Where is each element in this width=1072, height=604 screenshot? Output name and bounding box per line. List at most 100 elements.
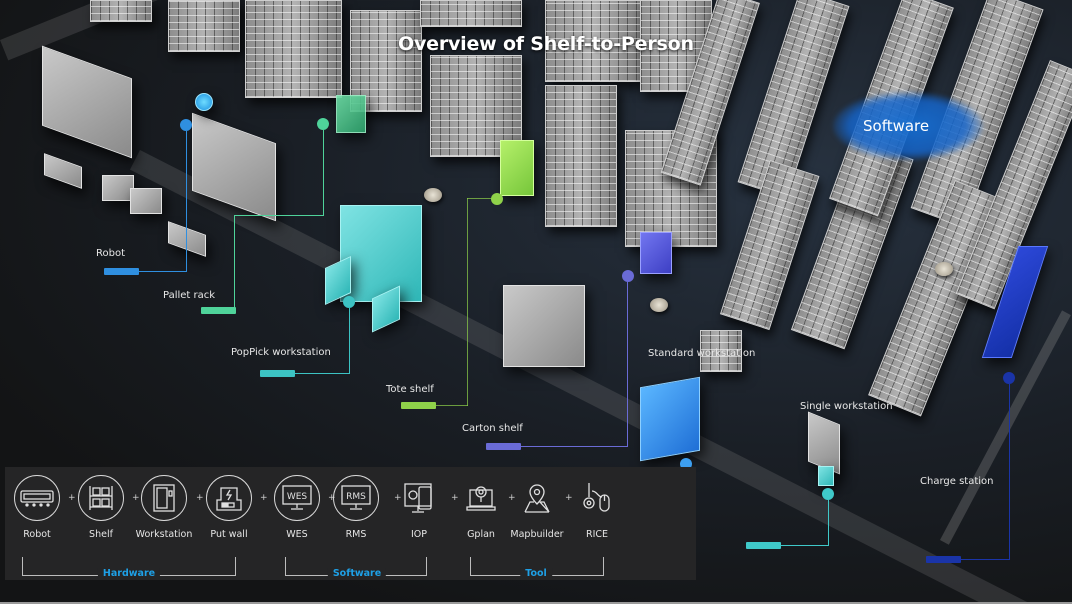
pallet-model — [130, 188, 162, 214]
pallet-rack-callout-dot[interactable] — [317, 118, 329, 130]
workstation-model — [42, 45, 132, 159]
legend-item-workstation[interactable]: Workstation — [134, 475, 194, 540]
tote-shelf-callout-line — [467, 198, 492, 199]
charge-station-callout-dot[interactable] — [1003, 372, 1015, 384]
svg-text:RMS: RMS — [346, 492, 366, 502]
pallet-rack-callout-bar[interactable] — [201, 307, 236, 314]
legend-item-gplan[interactable]: Gplan — [451, 475, 511, 540]
hardware-group-label: Hardware — [97, 568, 161, 579]
charge-station-callout-label: Charge station — [920, 476, 994, 487]
page-title: Overview of Shelf-to-Person — [398, 33, 694, 55]
component-legend: Robot + Shelf + Workstation + Put wall + — [5, 467, 696, 580]
single-ws-callout-bar[interactable] — [746, 542, 781, 549]
workstation-icon — [141, 475, 187, 521]
robot-callout-line — [139, 271, 186, 272]
shelf-cart-model — [44, 153, 82, 189]
poppick-callout-line — [349, 308, 350, 373]
shelf-row — [700, 330, 742, 372]
robot-callout-label: Robot — [96, 248, 126, 259]
tote-shelf-callout-label: Tote shelf — [386, 384, 434, 395]
robot-model — [195, 93, 213, 111]
legend-item-rice[interactable]: RICE — [567, 475, 627, 540]
single-workstation-highlight — [818, 466, 834, 486]
software-cloud-label: Software — [863, 117, 930, 135]
software-group-label: Software — [327, 568, 387, 579]
shelf-block — [430, 55, 522, 157]
standard-workstation-gray — [503, 285, 585, 367]
carton-shelf-callout-dot[interactable] — [622, 270, 634, 282]
poppick-callout-label: PopPick workstation — [231, 347, 331, 358]
pallet-rack-callout-line — [234, 215, 324, 216]
single-ws-callout-line — [780, 545, 829, 546]
shelf-block — [420, 0, 522, 27]
plus-separator: + — [565, 493, 573, 503]
frame-border — [0, 602, 1072, 604]
plus-separator: + — [394, 493, 402, 503]
plus-separator: + — [328, 493, 336, 503]
robot-callout-line — [186, 131, 187, 272]
tote-shelf-callout-line — [467, 198, 468, 406]
shelf-block — [245, 0, 342, 98]
software-cloud — [833, 92, 983, 160]
plus-separator: + — [260, 493, 268, 503]
pallet-rack-callout-line — [234, 215, 235, 312]
single-ws-callout-line — [828, 500, 829, 546]
robot-icon — [14, 475, 60, 521]
pallet-rack-callout-line — [323, 130, 324, 216]
robot-callout-bar[interactable] — [104, 268, 139, 275]
tote-shelf-callout-dot[interactable] — [491, 193, 503, 205]
legend-item-put-wall[interactable]: Put wall — [199, 475, 259, 540]
standard-workstation-model — [640, 376, 700, 462]
legend-label: IOP — [410, 529, 427, 540]
wes-monitor-icon: WES — [274, 475, 320, 521]
pallet-model — [102, 175, 134, 201]
legend-label: WES — [286, 529, 308, 540]
tote-shelf-callout-bar[interactable] — [401, 402, 436, 409]
plus-separator: + — [196, 493, 204, 503]
charge-station-callout-bar[interactable] — [926, 556, 961, 563]
carton-shelf-callout-bar[interactable] — [486, 443, 521, 450]
legend-label: Shelf — [89, 529, 113, 540]
legend-item-mapbuilder[interactable]: Mapbuilder — [507, 475, 567, 540]
single-ws-callout-dot[interactable] — [822, 488, 834, 500]
carton-shelf-callout-line — [520, 446, 628, 447]
shelf-block — [545, 85, 617, 227]
shelf-icon — [78, 475, 124, 521]
robot-disc — [935, 262, 953, 276]
gplan-laptop-icon — [458, 475, 504, 521]
tote-shelf-callout-line — [435, 405, 468, 406]
tool-group-label: Tool — [520, 568, 552, 579]
legend-item-wes[interactable]: WES WES — [267, 475, 327, 540]
poppick-callout-dot[interactable] — [343, 296, 355, 308]
charge-station-callout-line — [960, 559, 1010, 560]
svg-text:WES: WES — [287, 492, 308, 502]
shelf-block — [90, 0, 152, 22]
legend-item-robot[interactable]: Robot — [7, 475, 67, 540]
pallet-rack-callout-label: Pallet rack — [163, 290, 216, 301]
shelf-block — [350, 10, 422, 112]
legend-label: Put wall — [210, 529, 248, 540]
robot-disc — [650, 298, 668, 312]
legend-label: Workstation — [135, 529, 193, 540]
legend-label: Mapbuilder — [510, 529, 564, 540]
plus-separator: + — [451, 493, 459, 503]
robot-disc — [424, 188, 442, 202]
put-wall-icon — [206, 475, 252, 521]
legend-item-shelf[interactable]: Shelf — [71, 475, 131, 540]
charge-station-callout-line — [1009, 384, 1010, 560]
robot-callout-dot[interactable] — [180, 119, 192, 131]
legend-label: Gplan — [467, 529, 495, 540]
standard-ws-callout-label: Standard workstation — [648, 348, 756, 359]
pallet-rack-model — [336, 95, 366, 133]
poppick-callout-bar[interactable] — [260, 370, 295, 377]
legend-label: RMS — [345, 529, 367, 540]
legend-item-iop[interactable]: IOP — [389, 475, 449, 540]
single-ws-callout-label: Single workstation — [800, 401, 893, 412]
legend-item-rms[interactable]: RMS RMS — [326, 475, 386, 540]
shelf-block — [168, 0, 240, 52]
poppick-callout-line — [295, 373, 350, 374]
poppick-workstation-model — [340, 205, 422, 302]
plus-separator: + — [68, 493, 76, 503]
legend-label: RICE — [585, 529, 609, 540]
iop-gear-phone-icon — [396, 475, 442, 521]
